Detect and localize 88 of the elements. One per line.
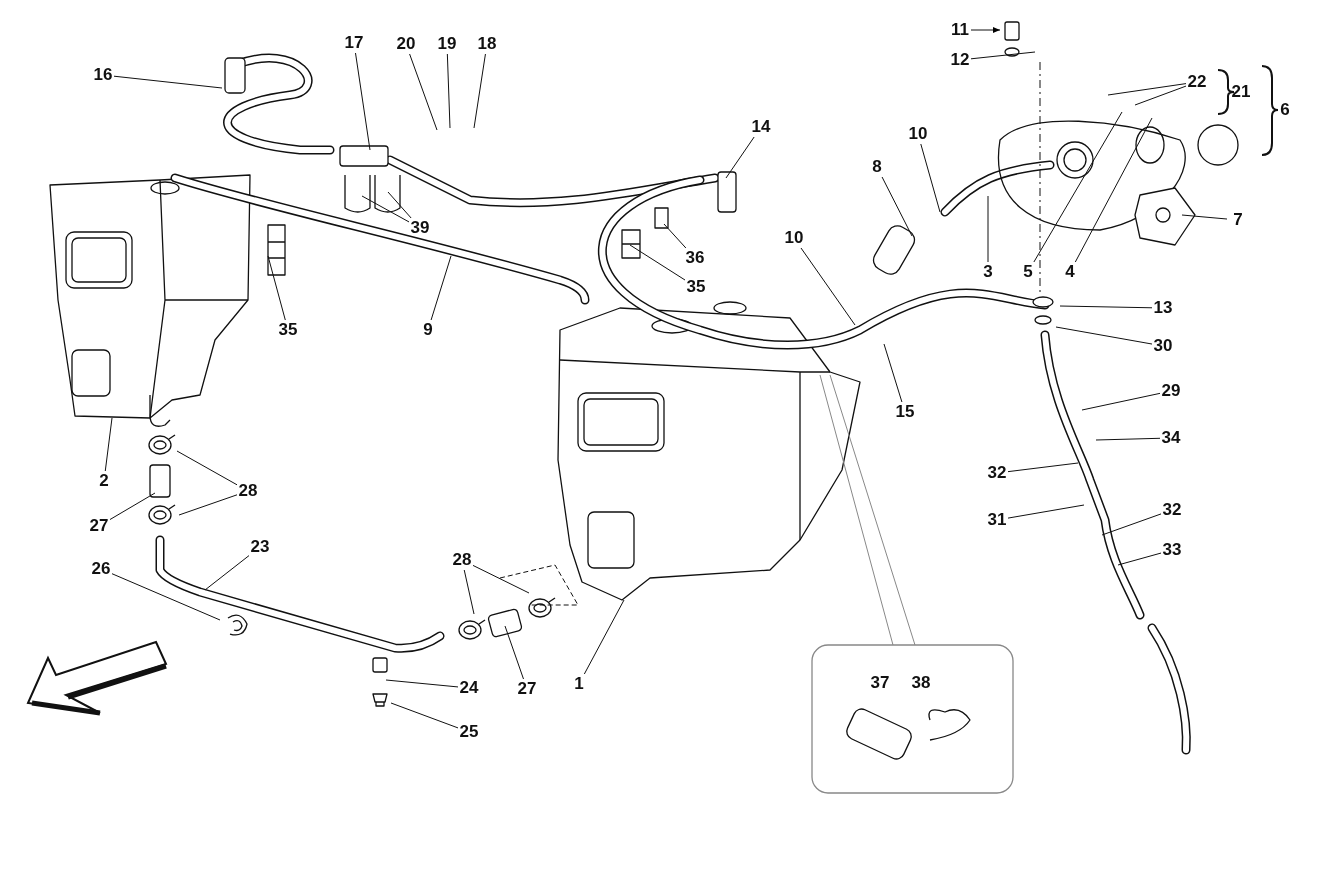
callout-number: 37 — [869, 673, 891, 693]
callout-number: 26 — [86, 559, 116, 579]
callout-number: 38 — [910, 673, 932, 693]
callout-number: 29 — [1156, 381, 1186, 401]
callout-number: 2 — [89, 471, 119, 491]
leader-line — [1095, 437, 1161, 441]
callout-number: 19 — [432, 34, 462, 54]
callout-number: 10 — [779, 228, 809, 248]
callout-number: 30 — [1148, 336, 1178, 356]
callout-number: 35 — [273, 320, 303, 340]
leader-line — [1081, 392, 1161, 411]
leader-line — [387, 191, 412, 219]
leader-line — [987, 195, 989, 263]
leader-line — [111, 573, 221, 621]
leader-line — [970, 51, 1036, 60]
callout-number: 27 — [84, 516, 114, 536]
leader-line — [1107, 83, 1187, 96]
callout-number: 35 — [681, 277, 711, 297]
leader-line — [473, 53, 486, 129]
callout-number: 24 — [454, 678, 484, 698]
callout-number: 1 — [564, 674, 594, 694]
callout-number: 14 — [746, 117, 776, 137]
leader-line — [109, 492, 156, 520]
leader-line — [663, 223, 687, 249]
callout-number: 33 — [1157, 540, 1187, 560]
callout-number: 28 — [447, 550, 477, 570]
callout-number: 31 — [982, 510, 1012, 530]
leader-line — [267, 255, 286, 321]
leader-line — [1007, 504, 1085, 519]
callout-number: 15 — [890, 402, 920, 422]
callout-number: 9 — [413, 320, 443, 340]
callout-number: 28 — [233, 481, 263, 501]
callout-number: 27 — [512, 679, 542, 699]
leader-line — [361, 195, 410, 223]
callout-number: 18 — [472, 34, 502, 54]
leader-line — [409, 53, 438, 131]
leader-line — [385, 679, 459, 688]
leader-line — [1134, 85, 1187, 106]
leader-line — [883, 343, 903, 403]
leader-line — [800, 247, 856, 326]
callout-number: 22 — [1182, 72, 1212, 92]
callout-number: 21 — [1230, 82, 1252, 102]
leader-line — [1059, 305, 1153, 309]
leader-line — [1007, 462, 1079, 473]
leader-line — [113, 75, 223, 89]
callout-number: 10 — [903, 124, 933, 144]
leader-line — [463, 569, 475, 615]
leader-line — [390, 702, 459, 729]
leader-line — [920, 143, 941, 213]
leader-line — [178, 494, 238, 516]
callout-number: 11 — [945, 20, 975, 40]
leader-line — [504, 625, 524, 680]
leader-line — [1033, 111, 1123, 263]
callout-number: 36 — [680, 248, 710, 268]
leader-line — [970, 27, 1001, 33]
leader-line — [204, 555, 250, 591]
leader-line — [583, 599, 625, 675]
leader-line — [430, 255, 452, 321]
leader-line — [725, 136, 755, 179]
callout-number: 8 — [862, 157, 892, 177]
callout-number: 20 — [391, 34, 421, 54]
leader-line — [1055, 326, 1153, 345]
leader-line — [1181, 214, 1228, 220]
leader-line — [355, 52, 371, 151]
leader-line — [629, 244, 686, 281]
callout-number: 4 — [1055, 262, 1085, 282]
callout-number: 34 — [1156, 428, 1186, 448]
leader-line — [1101, 513, 1162, 536]
callout-number: 5 — [1013, 262, 1043, 282]
leader-line — [176, 450, 238, 486]
callout-number: 7 — [1223, 210, 1253, 230]
callout-number: 13 — [1148, 298, 1178, 318]
callout-number: 32 — [1157, 500, 1187, 520]
callout-number: 23 — [245, 537, 275, 557]
callout-number: 25 — [454, 722, 484, 742]
callout-number: 12 — [945, 50, 975, 70]
leader-line — [881, 176, 913, 237]
callout-number: 16 — [88, 65, 118, 85]
leader-line — [1117, 552, 1162, 566]
callout-number: 17 — [339, 33, 369, 53]
callout-number: 3 — [973, 262, 1003, 282]
callout-number: 6 — [1279, 100, 1291, 120]
leader-line — [1074, 117, 1153, 263]
callout-number: 39 — [405, 218, 435, 238]
leader-line — [104, 417, 113, 472]
callout-number: 32 — [982, 463, 1012, 483]
leader-line — [446, 53, 451, 129]
leader-line — [472, 564, 530, 594]
